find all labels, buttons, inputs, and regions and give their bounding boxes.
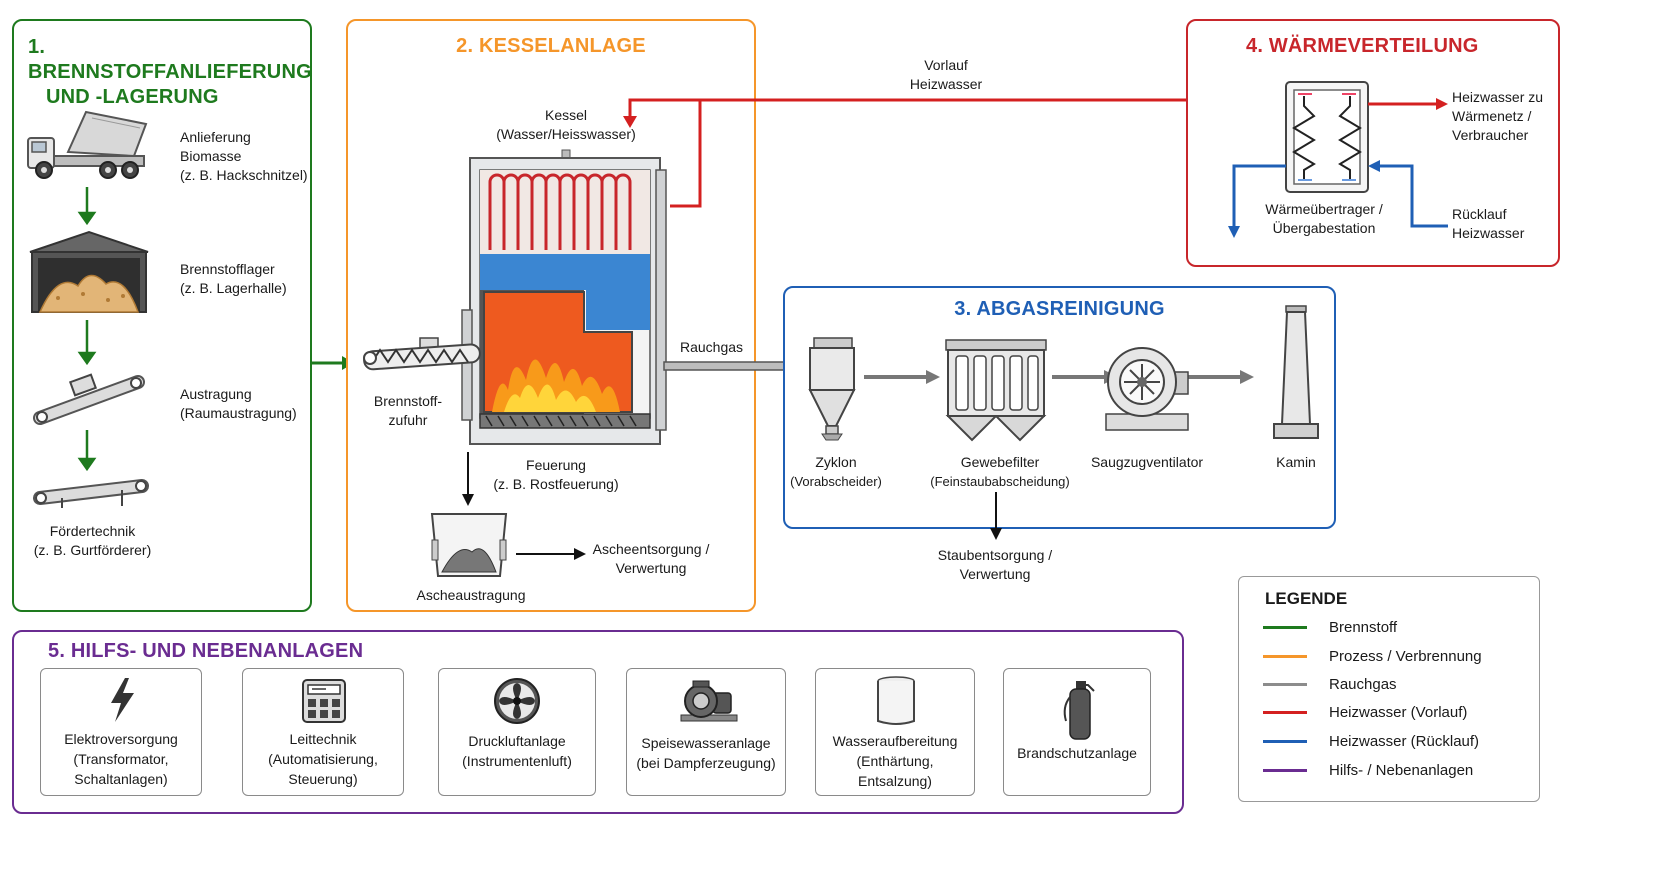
induced-draft-fan-icon bbox=[1105, 347, 1189, 431]
panel-boiler-title: 2. KESSELANLAGE bbox=[456, 35, 646, 57]
fuel-flow-arrows bbox=[77, 187, 97, 472]
card-water-treatment: Wasseraufbereitung (Enthärtung, Entsalzu… bbox=[815, 668, 975, 796]
fan-label: Saugzugventilator bbox=[1090, 454, 1204, 470]
fire-extinguisher-icon bbox=[1063, 681, 1095, 740]
boiler-label: Kessel (Wasser/Heisswasser) bbox=[496, 107, 636, 142]
exchanger-label: Wärmeübertrager / Übergabestation bbox=[1265, 201, 1383, 236]
fabric-filter-icon bbox=[945, 339, 1047, 442]
cyclone-label: Zyklon (Vorabscheider) bbox=[790, 454, 882, 489]
card-compressed-air: Druckluftanlage (Instrumentenluft) bbox=[438, 668, 596, 796]
gas-arrow-1 bbox=[864, 370, 940, 384]
legend-swatch-return bbox=[1263, 739, 1307, 743]
legend-item-fuel: Brennstoff bbox=[1263, 616, 1397, 638]
chimney-label: Kamin bbox=[1276, 454, 1316, 470]
return-in-label: Rücklauf Heizwasser bbox=[1452, 206, 1525, 241]
legend: LEGENDE Brennstoff Prozess / Verbrennung… bbox=[1238, 576, 1540, 802]
legend-item-flue-gas: Rauchgas bbox=[1263, 673, 1397, 695]
lightning-icon bbox=[111, 678, 134, 722]
card-fire-protection: Brandschutzanlage bbox=[1003, 668, 1151, 796]
belt-conveyor-icon bbox=[33, 479, 149, 508]
chimney-icon bbox=[1273, 305, 1319, 439]
supply-pipe bbox=[623, 94, 1288, 208]
panel-fuel-delivery: 1. BRENNSTOFFANLIEFERUNG UND -LAGERUNG bbox=[12, 19, 312, 612]
flue-gas-label: Rauchgas bbox=[680, 339, 744, 355]
heat-exchanger-icon bbox=[1228, 81, 1448, 238]
discharge-conveyor-icon bbox=[33, 373, 145, 425]
boiler-icon bbox=[461, 149, 667, 445]
card-feedwater: Speisewasseranlage (bei Dampferzeugung) bbox=[626, 668, 786, 796]
ash-removal-label: Ascheaustragung bbox=[416, 587, 526, 603]
screw-feeder-icon bbox=[363, 337, 481, 371]
fan-icon bbox=[494, 678, 540, 724]
dust-disposal-label: Staubentsorgung / Verwertung bbox=[937, 547, 1053, 582]
truck-icon bbox=[27, 110, 148, 179]
supply-out-label: Heizwasser zu Wärmenetz / Verbraucher bbox=[1452, 89, 1544, 143]
card-electrical-supply: Elektroversorgung (Transformator, Schalt… bbox=[40, 668, 202, 796]
storage-label: Brennstofflager (z. B. Lagerhalle) bbox=[180, 261, 287, 296]
legend-item-process: Prozess / Verbrennung bbox=[1263, 645, 1482, 667]
fabric-filter-label: Gewebefilter (Feinstaubabscheidung) bbox=[930, 454, 1070, 489]
panel-flue-gas-title: 3. ABGASREINIGUNG bbox=[954, 298, 1165, 320]
firing-label: Feuerung (z. B. Rostfeuerung) bbox=[493, 457, 619, 492]
panel-flue-gas-cleaning: 3. ABGASREINIGUNG bbox=[783, 286, 1336, 529]
legend-item-return: Heizwasser (Rücklauf) bbox=[1263, 730, 1479, 752]
supply-label: Vorlauf Heizwasser bbox=[909, 57, 983, 92]
dust-down-arrow bbox=[990, 492, 1002, 540]
legend-swatch-supply bbox=[1263, 710, 1307, 714]
panel-auxiliary-title: 5. HILFS- UND NEBENANLAGEN bbox=[48, 640, 364, 662]
panel-auxiliary: 5. HILFS- UND NEBENANLAGEN bbox=[12, 630, 1184, 814]
storage-hall-icon bbox=[29, 230, 149, 313]
ash-disposal-label: Ascheentsorgung / Verwertung bbox=[592, 541, 710, 576]
ash-disposal-arrow bbox=[516, 548, 586, 560]
legend-swatch-process bbox=[1263, 654, 1307, 658]
panel-heat-distribution: 4. WÄRMEVERTEILUNG bbox=[1186, 19, 1560, 267]
ash-container-icon bbox=[430, 513, 508, 577]
legend-swatch-flue-gas bbox=[1263, 682, 1307, 686]
ash-down-arrow bbox=[462, 452, 474, 506]
panel-heat-title: 4. WÄRMEVERTEILUNG bbox=[1246, 35, 1479, 57]
legend-swatch-fuel bbox=[1263, 625, 1307, 629]
control-panel-icon bbox=[302, 679, 346, 723]
belt-conveyor-label: Fördertechnik (z. B. Gurtförderer) bbox=[33, 523, 152, 558]
panel-fuel-title: 1. BRENNSTOFFANLIEFERUNG UND -LAGERUNG bbox=[28, 36, 312, 108]
gas-arrow-3 bbox=[1186, 370, 1254, 384]
water-tank-icon bbox=[877, 676, 915, 725]
pump-icon bbox=[680, 680, 738, 722]
card-control-system: Leittechnik (Automatisierung, Steuerung) bbox=[242, 668, 404, 796]
legend-item-supply: Heizwasser (Vorlauf) bbox=[1263, 701, 1467, 723]
fuel-feed-label: Brennstoff- zufuhr bbox=[373, 393, 443, 428]
discharge-label: Austragung (Raumaustragung) bbox=[180, 386, 297, 421]
legend-title: LEGENDE bbox=[1265, 589, 1348, 608]
legend-item-auxiliary: Hilfs- / Nebenanlagen bbox=[1263, 759, 1473, 781]
delivery-label: Anlieferung Biomasse (z. B. Hackschnitze… bbox=[180, 129, 308, 183]
cyclone-icon bbox=[808, 337, 856, 441]
legend-swatch-auxiliary bbox=[1263, 768, 1307, 772]
